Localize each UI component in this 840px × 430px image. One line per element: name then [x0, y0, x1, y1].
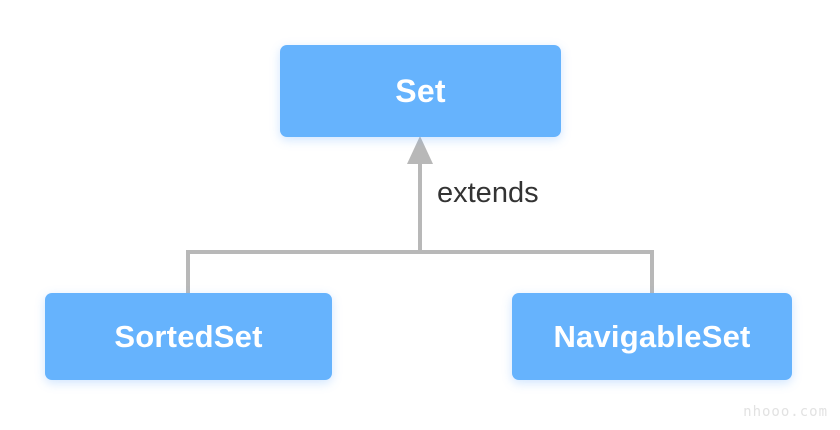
- watermark: nhooo.com: [743, 404, 828, 420]
- node-navigableset[interactable]: NavigableSet: [512, 293, 792, 380]
- node-set-label: Set: [395, 73, 446, 109]
- node-sortedset-label: SortedSet: [114, 319, 263, 354]
- node-sortedset[interactable]: SortedSet: [45, 293, 332, 380]
- node-set[interactable]: Set: [280, 45, 561, 137]
- edge-label-extends: extends: [437, 177, 539, 209]
- node-navigableset-label: NavigableSet: [553, 319, 751, 354]
